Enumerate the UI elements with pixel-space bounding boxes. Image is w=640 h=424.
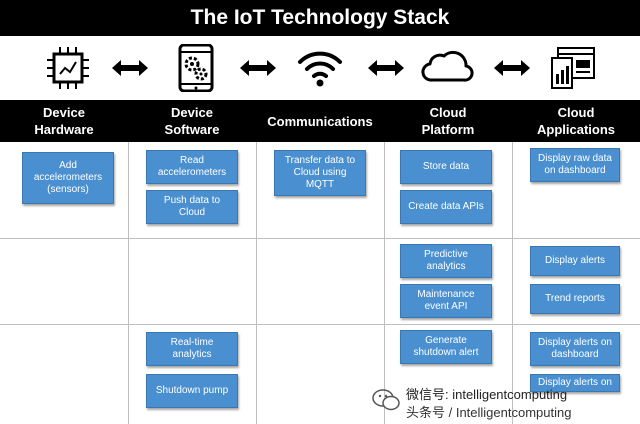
note-transfer-data: Transfer data to Cloud using MQTT xyxy=(274,150,366,196)
watermark-line2: 头条号 / Intelligentcomputing xyxy=(406,405,572,420)
column-header-label: Device Hardware xyxy=(34,105,94,137)
grid-divider xyxy=(256,142,257,424)
grid-divider xyxy=(0,324,640,325)
column-header-device-hardware: Device Hardware xyxy=(0,100,128,142)
note-add-accelerometers: Add accelerometers (sensors) xyxy=(22,152,114,204)
wifi-icon xyxy=(298,51,342,87)
stack-grid: Add accelerometers (sensors) Read accele… xyxy=(0,142,640,424)
grid-divider xyxy=(128,142,129,424)
watermark: 微信号: intelligentcomputing 头条号 / Intellig… xyxy=(372,384,638,422)
column-header-label: Communications xyxy=(267,113,373,129)
column-header-communications: Communications xyxy=(256,100,384,142)
icons-row xyxy=(0,36,640,100)
double-arrow-icon xyxy=(112,60,148,76)
note-generate-alert: Generate shutdown alert xyxy=(400,330,492,364)
grid-divider xyxy=(384,142,385,424)
column-header-label: Cloud Platform xyxy=(421,105,475,137)
page-title: The IoT Technology Stack xyxy=(0,0,640,36)
note-shutdown-pump: Shutdown pump xyxy=(146,374,238,408)
grid-divider xyxy=(0,238,640,239)
note-predictive: Predictive analytics xyxy=(400,244,492,278)
note-realtime: Real-time analytics xyxy=(146,332,238,366)
double-arrow-icon xyxy=(494,60,530,76)
double-arrow-icon xyxy=(368,60,404,76)
double-arrow-icon xyxy=(240,60,276,76)
watermark-line1: 微信号: intelligentcomputing xyxy=(406,387,568,402)
column-header-cloud-platform: Cloud Platform xyxy=(384,100,512,142)
note-store-data: Store data xyxy=(400,150,492,184)
note-display-alerts-dashboard: Display alerts on dashboard xyxy=(530,332,620,366)
note-display-raw: Display raw data on dashboard xyxy=(530,148,620,182)
note-trend-reports: Trend reports xyxy=(530,284,620,314)
note-push-data: Push data to Cloud xyxy=(146,190,238,224)
column-header-label: Device Software xyxy=(164,105,220,137)
note-display-alerts-on: Display alerts on xyxy=(530,374,620,392)
note-maintenance-api: Maintenance event API xyxy=(400,284,492,318)
column-header-row: Device Hardware Device Software Communic… xyxy=(0,100,640,142)
note-create-apis: Create data APIs xyxy=(400,190,492,224)
column-header-device-software: Device Software xyxy=(128,100,256,142)
chip-icon xyxy=(47,47,89,89)
note-read-accelerometers: Read accelerometers xyxy=(146,150,238,184)
note-display-alerts: Display alerts xyxy=(530,246,620,276)
tablet-gears-icon xyxy=(178,44,214,92)
wechat-icon xyxy=(372,389,400,411)
grid-divider xyxy=(512,142,513,424)
column-header-label: Cloud Applications xyxy=(536,105,615,137)
cloud-icon xyxy=(421,50,474,82)
column-header-cloud-applications: Cloud Applications xyxy=(512,100,640,142)
dashboard-icon xyxy=(551,47,595,89)
